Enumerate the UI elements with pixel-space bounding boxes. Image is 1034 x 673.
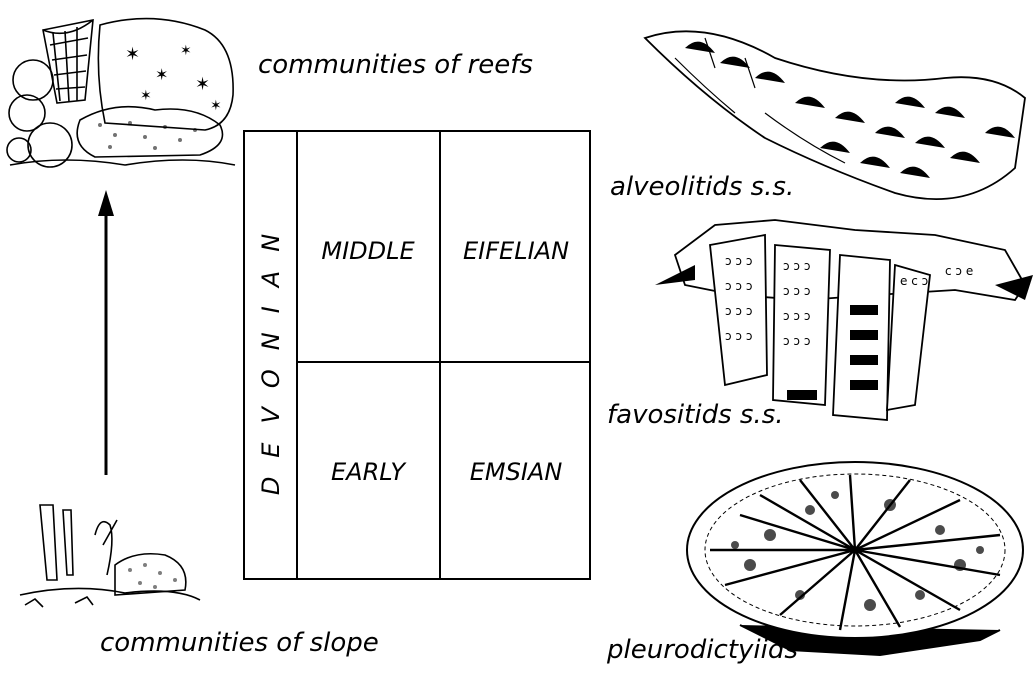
- table-divider-series: [439, 132, 441, 578]
- favositid-coral-illustration: ↄ ↄ ↄ ↄ ↄ ↄ ↄ ↄ ↄ ↄ ↄ ↄ ɔ ɔ ɔ ɔ ɔ ɔ ɔ ɔ …: [655, 205, 1033, 425]
- label-communities-of-reefs: communities of reefs: [258, 50, 533, 80]
- table-divider-row: [297, 361, 591, 363]
- series-early: EARLY: [297, 458, 439, 486]
- svg-text:ɔ ɔ ɔ: ɔ ɔ ɔ: [783, 334, 810, 348]
- label-pleurodictyiids: pleurodictyiids: [607, 635, 798, 665]
- svg-text:ↄ ↄ ↄ: ↄ ↄ ↄ: [725, 329, 752, 343]
- stage-eifelian: EIFELIAN: [441, 237, 591, 265]
- slope-community-illustration: [15, 495, 205, 615]
- label-communities-of-slope: communities of slope: [100, 628, 379, 658]
- svg-text:ↄ ↄ ↄ: ↄ ↄ ↄ: [725, 304, 752, 318]
- svg-text:✶: ✶: [140, 88, 152, 104]
- svg-text:✶: ✶: [180, 43, 192, 59]
- svg-text:ɔ ɔ ɔ: ɔ ɔ ɔ: [783, 284, 810, 298]
- pleurodictyiid-coral-illustration: [680, 455, 1030, 660]
- svg-text:✶: ✶: [195, 74, 210, 95]
- svg-text:e c ɔ: e c ɔ: [900, 274, 928, 288]
- svg-text:✶: ✶: [155, 65, 168, 84]
- system-cell: DEVONIAN: [245, 132, 297, 578]
- svg-text:ↄ ↄ ↄ: ↄ ↄ ↄ: [725, 279, 752, 293]
- svg-text:✶: ✶: [210, 98, 222, 114]
- label-favositids: favositids s.s.: [607, 400, 784, 430]
- svg-text:c ɔ e: c ɔ e: [945, 264, 973, 278]
- svg-text:ↄ ↄ ↄ: ↄ ↄ ↄ: [725, 254, 752, 268]
- stage-emsian: EMSIAN: [441, 458, 591, 486]
- label-alveolitids: alveolitids s.s.: [610, 172, 794, 202]
- svg-text:ɔ ɔ ɔ: ɔ ɔ ɔ: [783, 259, 810, 273]
- stratigraphy-table: DEVONIAN MIDDLE EIFELIAN EARLY EMSIAN: [243, 130, 591, 580]
- reef-community-illustration: ✶ ✶ ✶ ✶ ✶ ✶: [5, 5, 240, 175]
- svg-text:ɔ ɔ ɔ: ɔ ɔ ɔ: [783, 309, 810, 323]
- system-label-devonian: DEVONIAN: [257, 215, 285, 495]
- svg-text:✶: ✶: [125, 44, 140, 65]
- series-middle: MIDDLE: [297, 237, 439, 265]
- upward-arrow: [96, 190, 116, 475]
